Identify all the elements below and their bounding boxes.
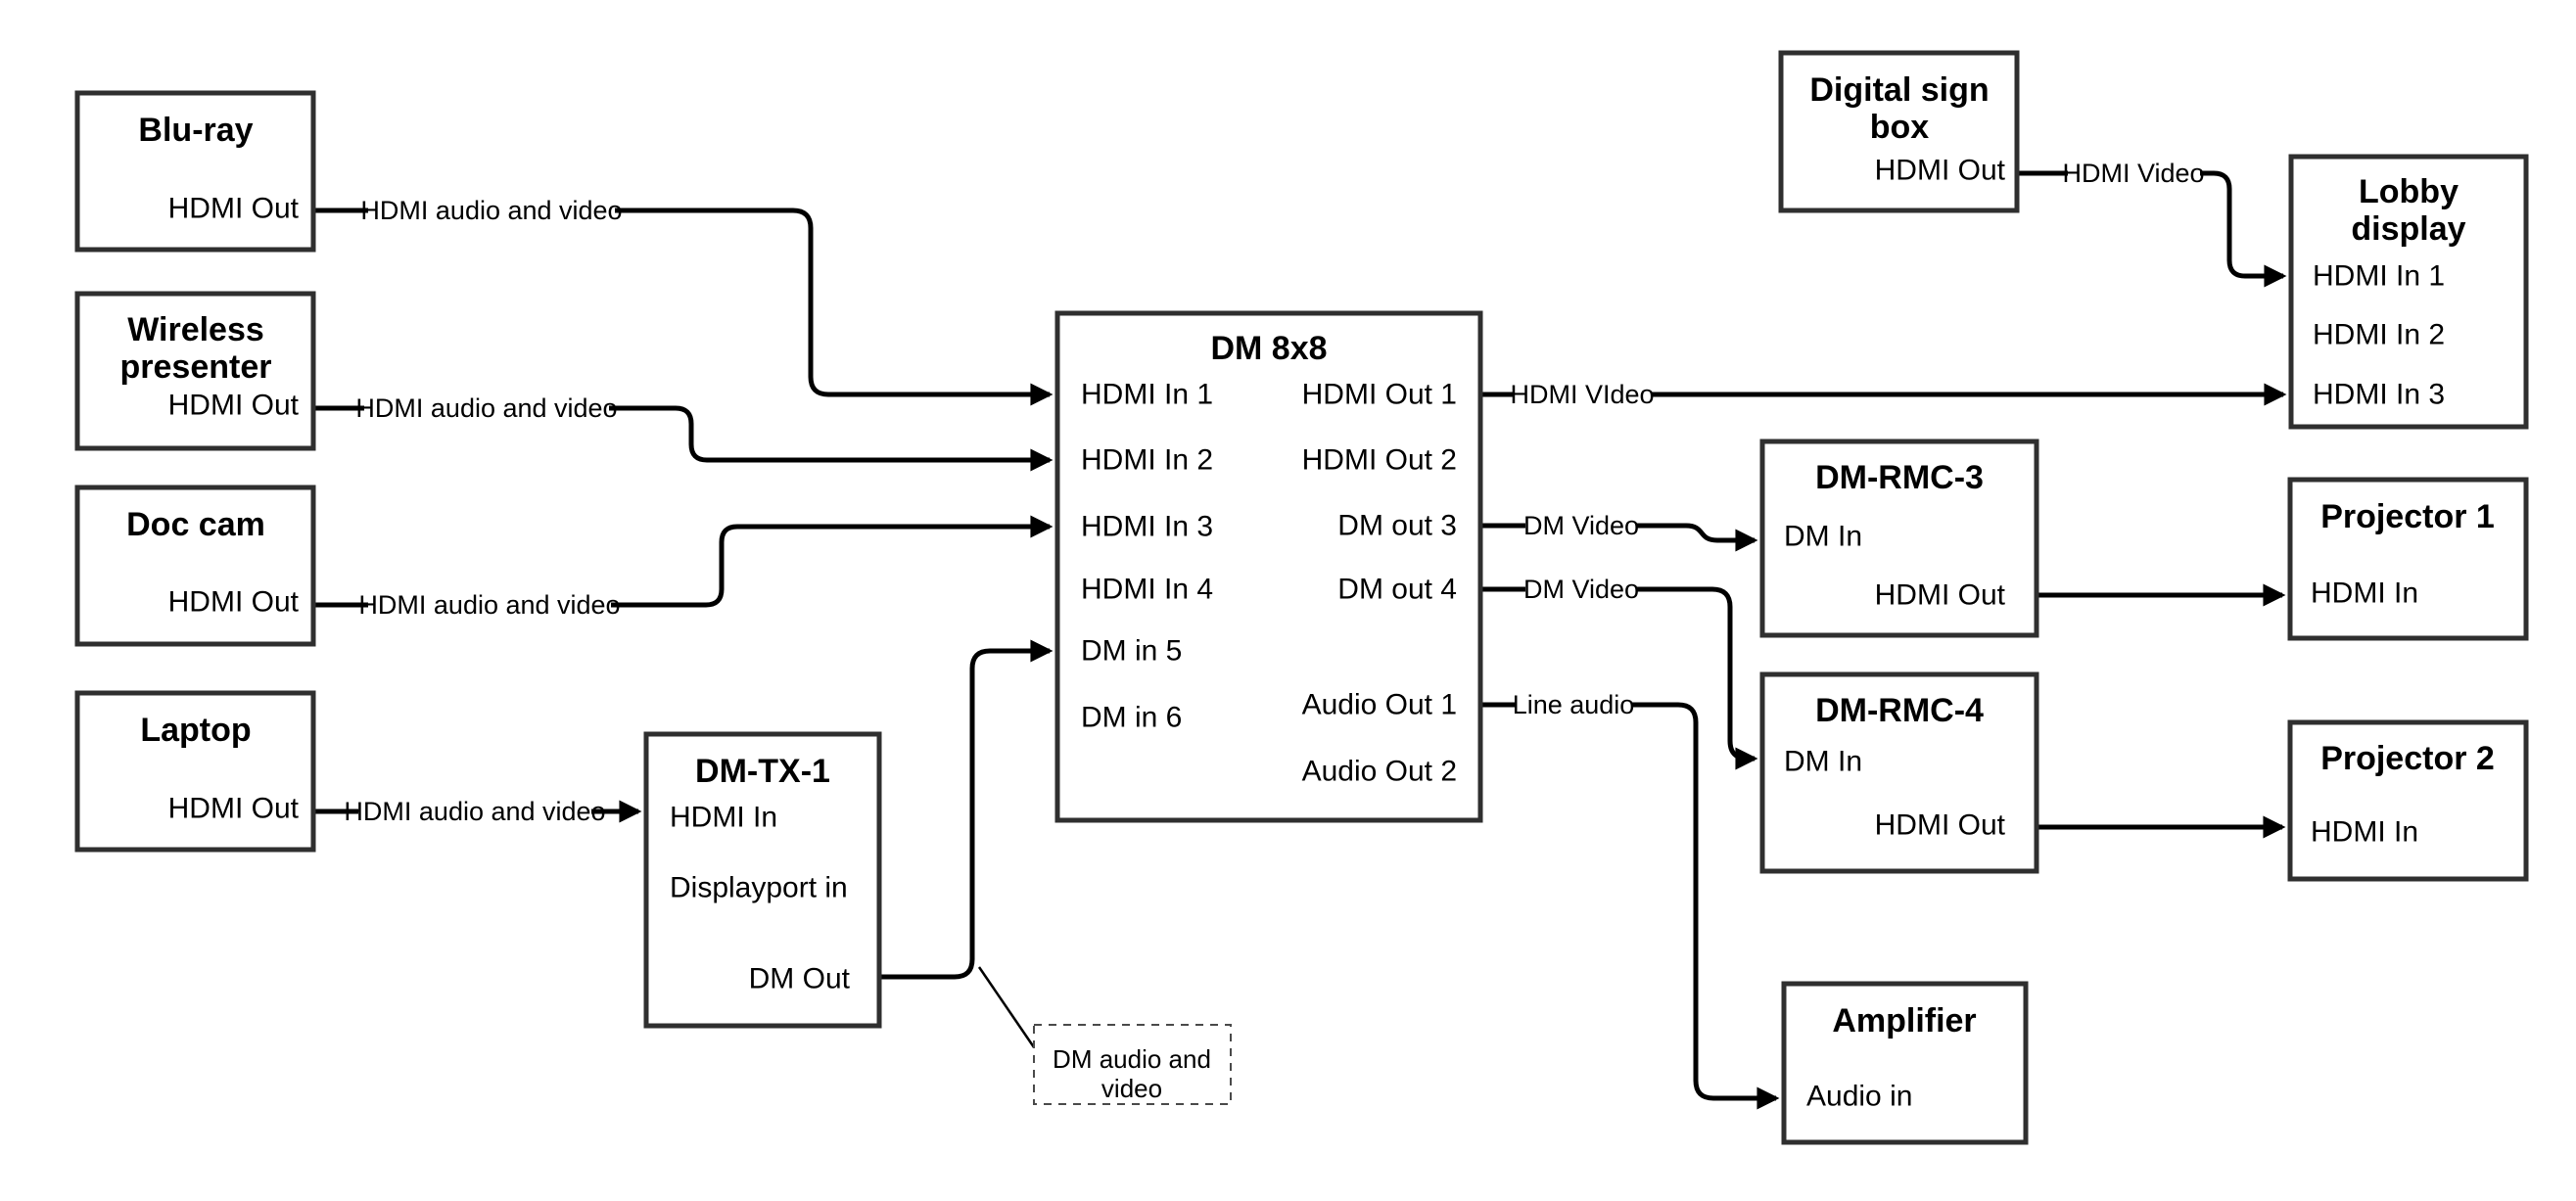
node-laptop: Laptop HDMI Out <box>74 690 316 853</box>
wireless-title-line2: presenter <box>120 348 272 386</box>
lobby-title-line1: Lobby <box>2359 173 2459 210</box>
laptop-box <box>74 690 316 853</box>
proj2-port-hdmi-in: HDMI In <box>2311 816 2418 849</box>
proj2-box <box>2287 719 2529 882</box>
rmc3-port-dm-in: DM In <box>1784 521 1862 553</box>
dmtx1-port-displayport-in: Displayport in <box>670 872 848 904</box>
digisign-box <box>1778 50 2020 213</box>
amp-title: Amplifier <box>1832 1002 1976 1039</box>
note-leader-line <box>977 966 1036 1048</box>
note-text-line2: video <box>1101 1074 1162 1103</box>
rmc4-title: DM-RMC-4 <box>1815 692 1984 729</box>
note-box <box>1033 1024 1232 1105</box>
edge-label-wireless: HDMI audio and video <box>355 393 617 423</box>
node-projector-1: Projector 1 HDMI In <box>2287 477 2529 641</box>
node-doccam: Doc cam HDMI Out <box>74 485 316 647</box>
lobby-title-line2: display <box>2351 210 2465 248</box>
node-dm8x8: DM 8x8 HDMI In 1 HDMI In 2 HDMI In 3 HDM… <box>1054 310 1483 823</box>
wireless-title-line1: Wireless <box>127 311 264 348</box>
laptop-title: Laptop <box>140 712 251 749</box>
dm8x8-title: DM 8x8 <box>1210 330 1327 367</box>
node-wireless-presenter: Wireless presenter HDMI Out <box>74 291 316 451</box>
node-dmtx1: DM-TX-1 HDMI In Displayport in DM Out <box>643 731 882 1029</box>
dmtx1-port-hdmi-in: HDMI In <box>670 802 777 834</box>
proj2-title: Projector 2 <box>2320 740 2495 777</box>
note-text-line1: DM audio and <box>1053 1044 1211 1074</box>
dm8x8-port-dm-out-3: DM out 3 <box>1337 510 1457 542</box>
edge-label-line-audio: Line audio <box>1513 690 1635 719</box>
wire-digisign-to-lobby-in1 <box>2200 170 2287 288</box>
edge-labels: HDMI audio and video HDMI audio and vide… <box>344 159 2204 826</box>
dm8x8-port-hdmi-out-1: HDMI Out 1 <box>1302 379 1457 411</box>
connections <box>313 170 2287 1110</box>
dm8x8-port-hdmi-in-2: HDMI In 2 <box>1081 444 1213 477</box>
lobby-port-hdmi-in-2: HDMI In 2 <box>2313 319 2445 351</box>
rmc3-port-hdmi-out: HDMI Out <box>1875 579 2006 612</box>
wireless-port-hdmi-out: HDMI Out <box>168 390 300 422</box>
dm8x8-port-audio-out-1: Audio Out 1 <box>1302 689 1457 721</box>
dm8x8-port-hdmi-in-3: HDMI In 3 <box>1081 511 1213 543</box>
node-dm-rmc-4: DM-RMC-4 DM In HDMI Out <box>1759 671 2039 874</box>
lobby-port-hdmi-in-3: HDMI In 3 <box>2313 379 2445 411</box>
node-projector-2: Projector 2 HDMI In <box>2287 719 2529 882</box>
wire-bluray-to-dm8x8-in1 <box>615 208 1054 406</box>
edge-label-doccam: HDMI audio and video <box>358 590 620 620</box>
node-bluray: Blu-ray HDMI Out <box>74 90 316 253</box>
annotation-dm-audio-video: DM audio and video <box>1033 1024 1232 1105</box>
rmc4-port-dm-in: DM In <box>1784 746 1862 778</box>
amp-port-audio-in: Audio in <box>1806 1081 1912 1113</box>
laptop-port-hdmi-out: HDMI Out <box>168 793 300 825</box>
dmtx1-box <box>643 731 882 1029</box>
edge-label-bluray: HDMI audio and video <box>360 196 622 225</box>
proj1-title: Projector 1 <box>2320 498 2495 535</box>
edge-label-digisign: HDMI Video <box>2062 159 2204 188</box>
lobby-box <box>2288 154 2529 430</box>
wireless-box <box>74 291 316 451</box>
edge-label-dm-video-out3: DM Video <box>1523 511 1639 540</box>
dm8x8-box <box>1054 310 1483 823</box>
wire-wireless-to-dm8x8-in2 <box>609 405 1054 472</box>
edge-label-laptop: HDMI audio and video <box>344 797 605 826</box>
rmc4-port-hdmi-out: HDMI Out <box>1875 809 2006 842</box>
dm8x8-port-dm-out-4: DM out 4 <box>1337 574 1457 606</box>
wire-dm8x8-out4-to-rmc4 <box>1637 586 1758 770</box>
proj1-port-hdmi-in: HDMI In <box>2311 577 2418 610</box>
dmtx1-title: DM-TX-1 <box>695 753 830 790</box>
dm8x8-port-audio-out-2: Audio Out 2 <box>1302 756 1457 788</box>
proj1-box <box>2287 477 2529 641</box>
node-amplifier: Amplifier Audio in <box>1781 981 2029 1145</box>
doccam-box <box>74 485 316 647</box>
dmtx1-port-dm-out: DM Out <box>749 963 851 995</box>
lobby-port-hdmi-in-1: HDMI In 1 <box>2313 260 2445 293</box>
bluray-box <box>74 90 316 253</box>
wire-doccam-to-dm8x8-in3 <box>611 515 1054 608</box>
node-dm-rmc-3: DM-RMC-3 DM In HDMI Out <box>1759 439 2039 638</box>
dm8x8-port-dm-in-5: DM in 5 <box>1081 635 1182 668</box>
dm8x8-port-hdmi-out-2: HDMI Out 2 <box>1302 444 1457 477</box>
bluray-title: Blu-ray <box>138 112 253 149</box>
digisign-port-hdmi-out: HDMI Out <box>1875 155 2006 187</box>
node-lobby-display: Lobby display HDMI In 1 HDMI In 2 HDMI I… <box>2288 154 2529 430</box>
dm8x8-port-dm-in-6: DM in 6 <box>1081 702 1182 734</box>
node-digital-sign-box: Digital sign box HDMI Out <box>1778 50 2020 213</box>
amp-box <box>1781 981 2029 1145</box>
rmc4-box <box>1759 671 2039 874</box>
rmc3-box <box>1759 439 2039 638</box>
dm8x8-port-hdmi-in-1: HDMI In 1 <box>1081 379 1213 411</box>
doccam-title: Doc cam <box>126 506 265 543</box>
doccam-port-hdmi-out: HDMI Out <box>168 586 300 619</box>
wire-dm8x8-out3-to-rmc3 <box>1637 523 1758 552</box>
dm8x8-port-hdmi-in-4: HDMI In 4 <box>1081 574 1213 606</box>
wire-dmtx1-to-dm8x8-in5 <box>879 639 1054 980</box>
edge-label-hdmi-video-out1: HDMI VIdeo <box>1510 380 1654 409</box>
digisign-title-line2: box <box>1870 109 1930 146</box>
bluray-port-hdmi-out: HDMI Out <box>168 193 300 225</box>
digisign-title-line1: Digital sign <box>1809 71 1989 109</box>
rmc3-title: DM-RMC-3 <box>1815 459 1984 496</box>
wire-dm8x8-aout1-to-amp <box>1631 702 1780 1110</box>
edge-label-dm-video-out4: DM Video <box>1523 575 1639 604</box>
